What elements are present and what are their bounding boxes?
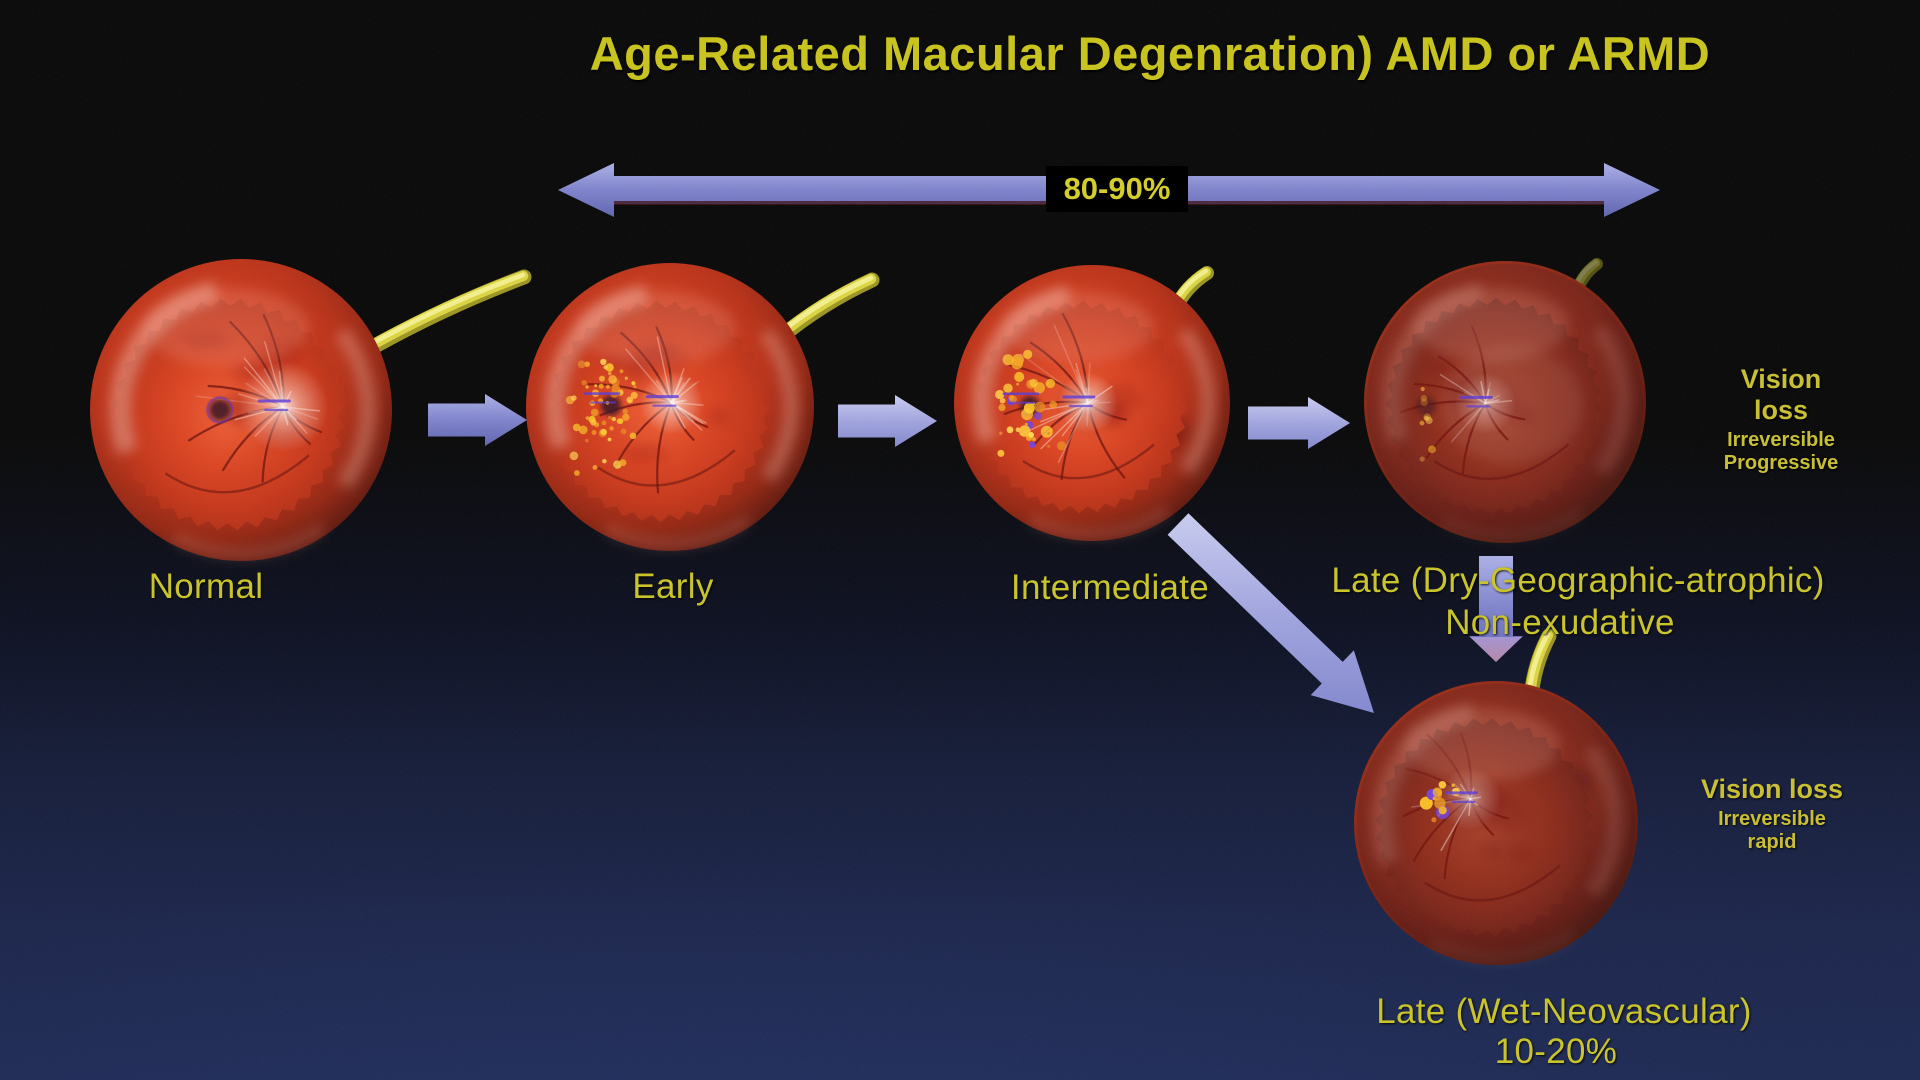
vision-loss-line: Progressive bbox=[1723, 452, 1839, 474]
vision-loss-annotation-dry: Vision loss Irreversible Progressive bbox=[1712, 364, 1851, 475]
vision-loss-line: rapid bbox=[1747, 831, 1797, 853]
vision-loss-annotation-wet: Vision loss Irreversible rapid bbox=[1701, 774, 1843, 854]
stage-label-normal: Normal bbox=[148, 567, 264, 606]
vision-loss-line: Irreversible bbox=[1718, 808, 1826, 830]
stage-label-intermediate: Intermediate bbox=[1010, 568, 1210, 607]
vision-loss-title: Vision loss bbox=[1700, 774, 1844, 804]
stage-label-late-dry: Late (Dry-Geographic-atrophic) bbox=[1331, 561, 1825, 600]
stage-sublabel-non-exudative: Non-exudative bbox=[1445, 603, 1675, 642]
vision-loss-title: Vision loss bbox=[1740, 364, 1822, 425]
stage-label-early: Early bbox=[632, 567, 714, 606]
top-arrow-percentage-label: 80-90% bbox=[1046, 166, 1188, 212]
diagram-title: Age-Related Macular Degenration) AMD or … bbox=[589, 27, 1711, 80]
stage-label-late-wet: Late (Wet-Neovascular) bbox=[1376, 992, 1752, 1031]
stage-sublabel-wet-percentage: 10-20% bbox=[1494, 1032, 1618, 1071]
vision-loss-line: Irreversible bbox=[1727, 429, 1835, 451]
